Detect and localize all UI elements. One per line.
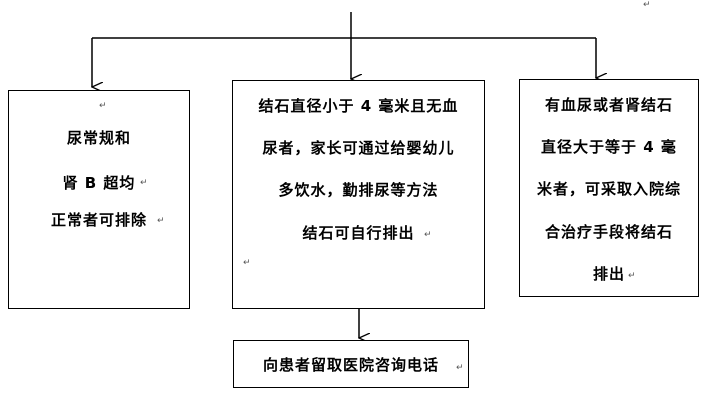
- paragraph-mark: ↵: [643, 0, 651, 10]
- paragraph-mark: ↵: [243, 258, 251, 268]
- left-box-line-1: 尿常规和: [66, 129, 131, 147]
- left-box-line-2: 肾 B 超均: [62, 174, 136, 192]
- paragraph-mark: ↵: [628, 271, 636, 281]
- middle-box-line-3: 多饮水，勤排尿等方法: [278, 181, 439, 199]
- paragraph-mark: ↵: [99, 101, 107, 111]
- bottom-box-text: 向患者留取医院咨询电话: [262, 356, 439, 374]
- middle-box-line-1: 结石直径小于 4 毫米且无血: [258, 97, 459, 115]
- right-box-line-3: 米者，可采取入院综: [536, 180, 681, 198]
- right-box-line-4: 合治疗手段将结石: [544, 223, 673, 241]
- paragraph-mark: ↵: [456, 363, 464, 373]
- right-box-line-1: 有血尿或者肾结石: [544, 96, 673, 114]
- right-box: 有血尿或者肾结石 直径大于等于 4 毫 米者，可采取入院综 合治疗手段将结石 排…: [519, 79, 699, 297]
- middle-box-line-2: 尿者，家长可通过给婴幼儿: [262, 139, 455, 157]
- middle-box-line-4: 结石可自行排出: [302, 224, 415, 242]
- paragraph-mark: ↵: [157, 216, 165, 226]
- left-box: ↵ 尿常规和 肾 B 超均 正常者可排除 ↵ ↵: [8, 90, 190, 309]
- left-box-line-3: 正常者可排除: [50, 211, 147, 229]
- right-box-line-5: 排出: [592, 265, 625, 283]
- paragraph-mark: ↵: [424, 230, 432, 240]
- bottom-box: 向患者留取医院咨询电话 ↵: [233, 340, 469, 388]
- right-box-line-2: 直径大于等于 4 毫: [541, 138, 677, 156]
- middle-box: 结石直径小于 4 毫米且无血 尿者，家长可通过给婴幼儿 多饮水，勤排尿等方法 结…: [232, 80, 485, 309]
- paragraph-mark: ↵: [140, 178, 148, 188]
